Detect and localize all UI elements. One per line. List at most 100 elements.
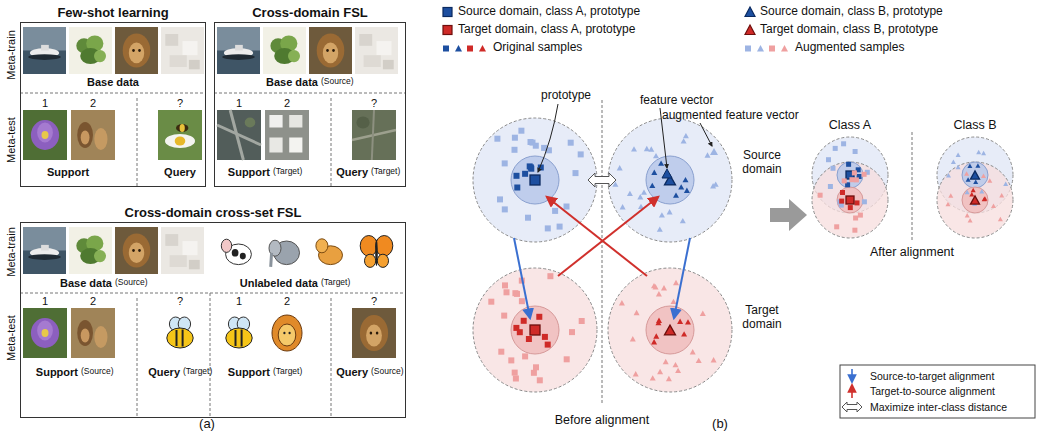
text-label: Meta-train	[5, 30, 18, 80]
dashed-separators-part	[210, 293, 211, 417]
sample-points-part	[656, 291, 662, 296]
inner-circles-part	[962, 162, 988, 188]
sample-points-part	[547, 273, 553, 279]
photo-tile	[161, 227, 204, 274]
sample-points-part	[663, 359, 669, 364]
photo-tile-part	[132, 49, 135, 52]
sample-points-part	[713, 181, 719, 186]
photo-tile-part	[289, 138, 302, 153]
inner-circles-part	[511, 306, 559, 354]
sample-points-part	[533, 364, 539, 370]
photo-tile-part	[359, 34, 372, 46]
sample-points-part	[617, 165, 623, 170]
photo-tile-part	[23, 227, 66, 274]
inner-circles-part	[646, 306, 694, 354]
sample-points-part	[528, 139, 534, 145]
legend-text: Source-to-target alignment	[870, 370, 994, 382]
sample-points-part	[537, 377, 543, 383]
photo-tile	[352, 308, 396, 358]
photo-tile	[265, 308, 309, 358]
sample-points-part	[981, 151, 986, 156]
text-label: Meta-test	[5, 117, 18, 163]
sample-points-part	[533, 143, 539, 149]
text-label: Support	[228, 366, 270, 379]
sample-points-part	[517, 329, 523, 335]
dashed-separators-part	[137, 98, 138, 186]
sample-points-part	[526, 336, 532, 342]
sample-points-part	[542, 334, 548, 340]
photo-tile	[265, 110, 309, 160]
text-label: ?	[177, 295, 183, 308]
sample-points-part	[858, 213, 863, 218]
photo-tile	[71, 308, 115, 358]
panel-title: Few-shot learning	[1, 6, 225, 21]
outer-circles-part	[608, 268, 732, 392]
sample-points-part	[852, 228, 857, 233]
sample-points-part	[530, 325, 540, 335]
sample-points-part	[653, 284, 659, 289]
legend-symbols-part	[769, 46, 775, 52]
sample-points-part	[999, 193, 1004, 198]
sample-points-part	[853, 149, 858, 154]
leader-targets-part	[662, 169, 672, 178]
sample-points-part	[552, 208, 558, 214]
photo-tile-part	[217, 308, 261, 358]
photo-tile	[71, 110, 115, 160]
inner-circles-part	[837, 187, 863, 213]
sample-points-part	[852, 170, 857, 175]
inner-circles	[511, 156, 988, 354]
photo-tile-part	[180, 124, 185, 132]
outer-circles-part	[937, 162, 1013, 238]
sample-points-part	[665, 325, 676, 335]
sample-points-part	[951, 160, 956, 165]
photo-tile-part	[165, 34, 178, 46]
photo-tile-part	[94, 50, 106, 62]
text-label: (Source)	[115, 278, 148, 288]
inner-circles-part	[837, 162, 863, 188]
photo-tile	[309, 27, 352, 74]
sample-points-part	[846, 196, 854, 204]
text-label: 2	[284, 295, 290, 308]
sample-points-part	[833, 146, 838, 151]
photo-tile	[158, 308, 202, 358]
photo-tile-part	[230, 110, 243, 160]
sample-points-part	[848, 205, 853, 210]
text-label: Base data	[60, 277, 112, 290]
photo-tile-part	[23, 308, 67, 358]
photo-tile-part	[115, 27, 158, 74]
photo-tile-part	[37, 321, 53, 341]
legend-box-part	[842, 402, 862, 412]
photo-tile-part	[217, 227, 260, 274]
panel-box: Cross-domain cross-set FSL	[20, 222, 406, 418]
sample-points-part	[502, 206, 508, 212]
photo-tile-part	[161, 227, 204, 274]
photo-tile-part	[115, 227, 158, 274]
sample-points-part	[982, 197, 987, 202]
photo-tile-part	[71, 308, 115, 358]
sample-points-part	[630, 336, 636, 341]
legend-box-part	[840, 365, 1035, 418]
photo-tile-part	[278, 324, 296, 346]
text-label: 1	[42, 97, 48, 110]
text-label: Before alignment	[555, 413, 650, 427]
photo-tile	[23, 227, 66, 274]
dashed-separators-part	[20, 293, 406, 294]
photo-tile-part	[383, 60, 394, 69]
photo-tile-part	[94, 326, 107, 348]
legend-box	[840, 365, 1035, 418]
panel-box: Cross-domain FSL	[214, 22, 406, 187]
sample-points-part	[514, 173, 520, 179]
sample-points-part	[512, 370, 518, 376]
photo-tile	[69, 227, 112, 274]
sample-points-part	[683, 177, 689, 182]
photo-tile-part	[372, 110, 374, 160]
text-label: (Target)	[321, 278, 350, 288]
sample-points-part	[840, 190, 845, 195]
text-label: Query	[336, 166, 368, 179]
sample-points-part	[965, 213, 970, 218]
photo-tile	[23, 27, 66, 74]
sample-points-part	[659, 212, 665, 217]
photo-tile-part	[217, 27, 260, 74]
text-label: Unlabeled data	[240, 277, 318, 290]
